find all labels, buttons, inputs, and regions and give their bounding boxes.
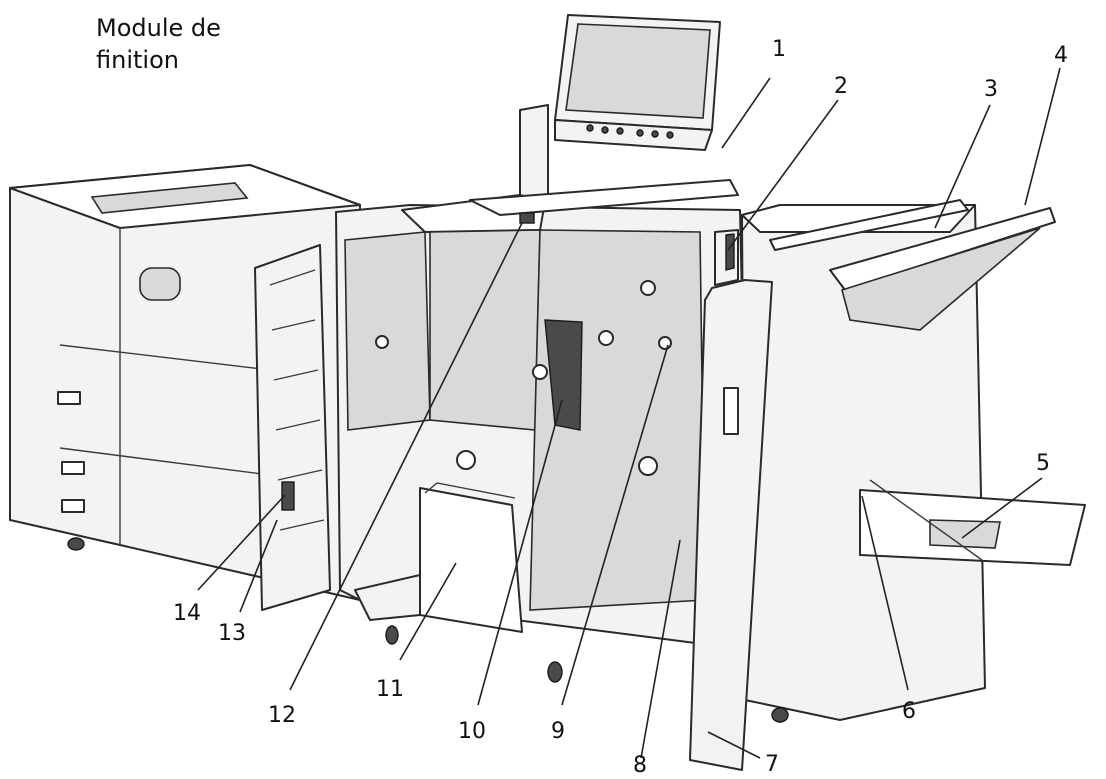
callout-10: 10 xyxy=(458,719,486,744)
callout-12: 12 xyxy=(268,703,296,728)
callout-11: 11 xyxy=(376,677,404,702)
finisher-front-door xyxy=(689,229,773,771)
callout-5: 5 xyxy=(1036,451,1050,476)
callout-2: 2 xyxy=(834,74,848,99)
leader-lines xyxy=(197,67,1061,759)
callout-labels: 1 2 3 4 5 6 7 8 9 10 11 12 13 14 xyxy=(173,37,1068,778)
callout-13: 13 xyxy=(218,621,246,646)
control-panel xyxy=(519,14,721,206)
callout-9: 9 xyxy=(551,719,565,744)
callout-7: 7 xyxy=(765,752,779,777)
diagram-title: Module de finition xyxy=(96,12,221,76)
title-line-2: finition xyxy=(96,46,179,74)
callout-3: 3 xyxy=(984,77,998,102)
callout-14: 14 xyxy=(173,601,201,626)
callout-8: 8 xyxy=(633,753,647,778)
left-front-door xyxy=(254,244,331,611)
finisher-right xyxy=(741,199,1086,723)
callout-1: 1 xyxy=(772,37,786,62)
callout-4: 4 xyxy=(1054,43,1068,68)
title-line-1: Module de xyxy=(96,14,221,42)
waste-bin xyxy=(354,482,523,633)
callout-6: 6 xyxy=(902,699,916,724)
